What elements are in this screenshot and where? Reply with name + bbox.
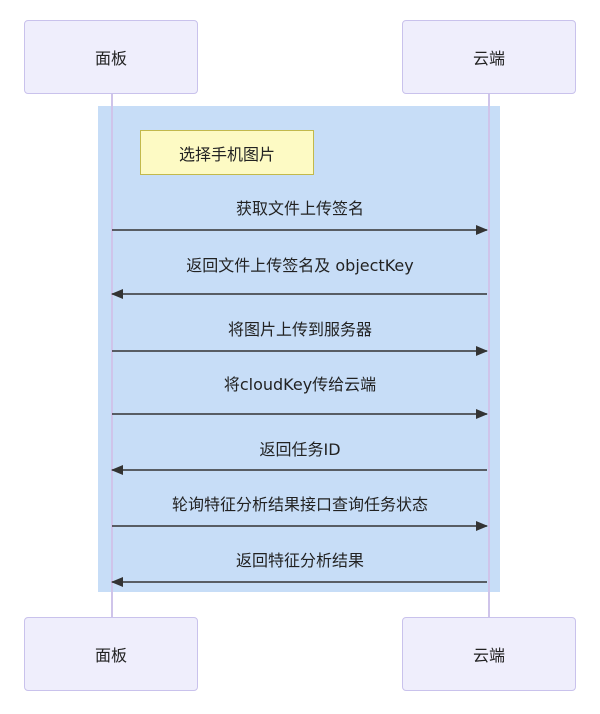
message-label: 轮询特征分析结果接口查询任务状态 [171, 495, 428, 514]
participant-top-left: 面板 [24, 20, 198, 94]
message-label: 返回任务ID [259, 440, 341, 459]
participant-bottom-left: 面板 [24, 617, 198, 691]
participant-bottom-right: 云端 [402, 617, 576, 691]
participant-label: 云端 [472, 646, 505, 665]
loop-region [98, 106, 500, 592]
lifeline-left [111, 94, 113, 617]
message-label: 返回特征分析结果 [235, 551, 364, 570]
message-label: 获取文件上传签名 [235, 199, 364, 218]
note-text: 选择手机图片 [178, 144, 275, 164]
lifeline-right [488, 94, 490, 617]
participant-top-right: 云端 [402, 20, 576, 94]
message-label: 将图片上传到服务器 [227, 320, 372, 339]
participant-label: 云端 [472, 49, 505, 68]
note-box: 选择手机图片 [140, 130, 314, 175]
message-label: 将cloudKey传给云端 [223, 375, 377, 394]
message-label: 返回文件上传签名及 objectKey [186, 256, 414, 275]
participant-label: 面板 [94, 49, 127, 68]
participant-label: 面板 [94, 646, 127, 665]
